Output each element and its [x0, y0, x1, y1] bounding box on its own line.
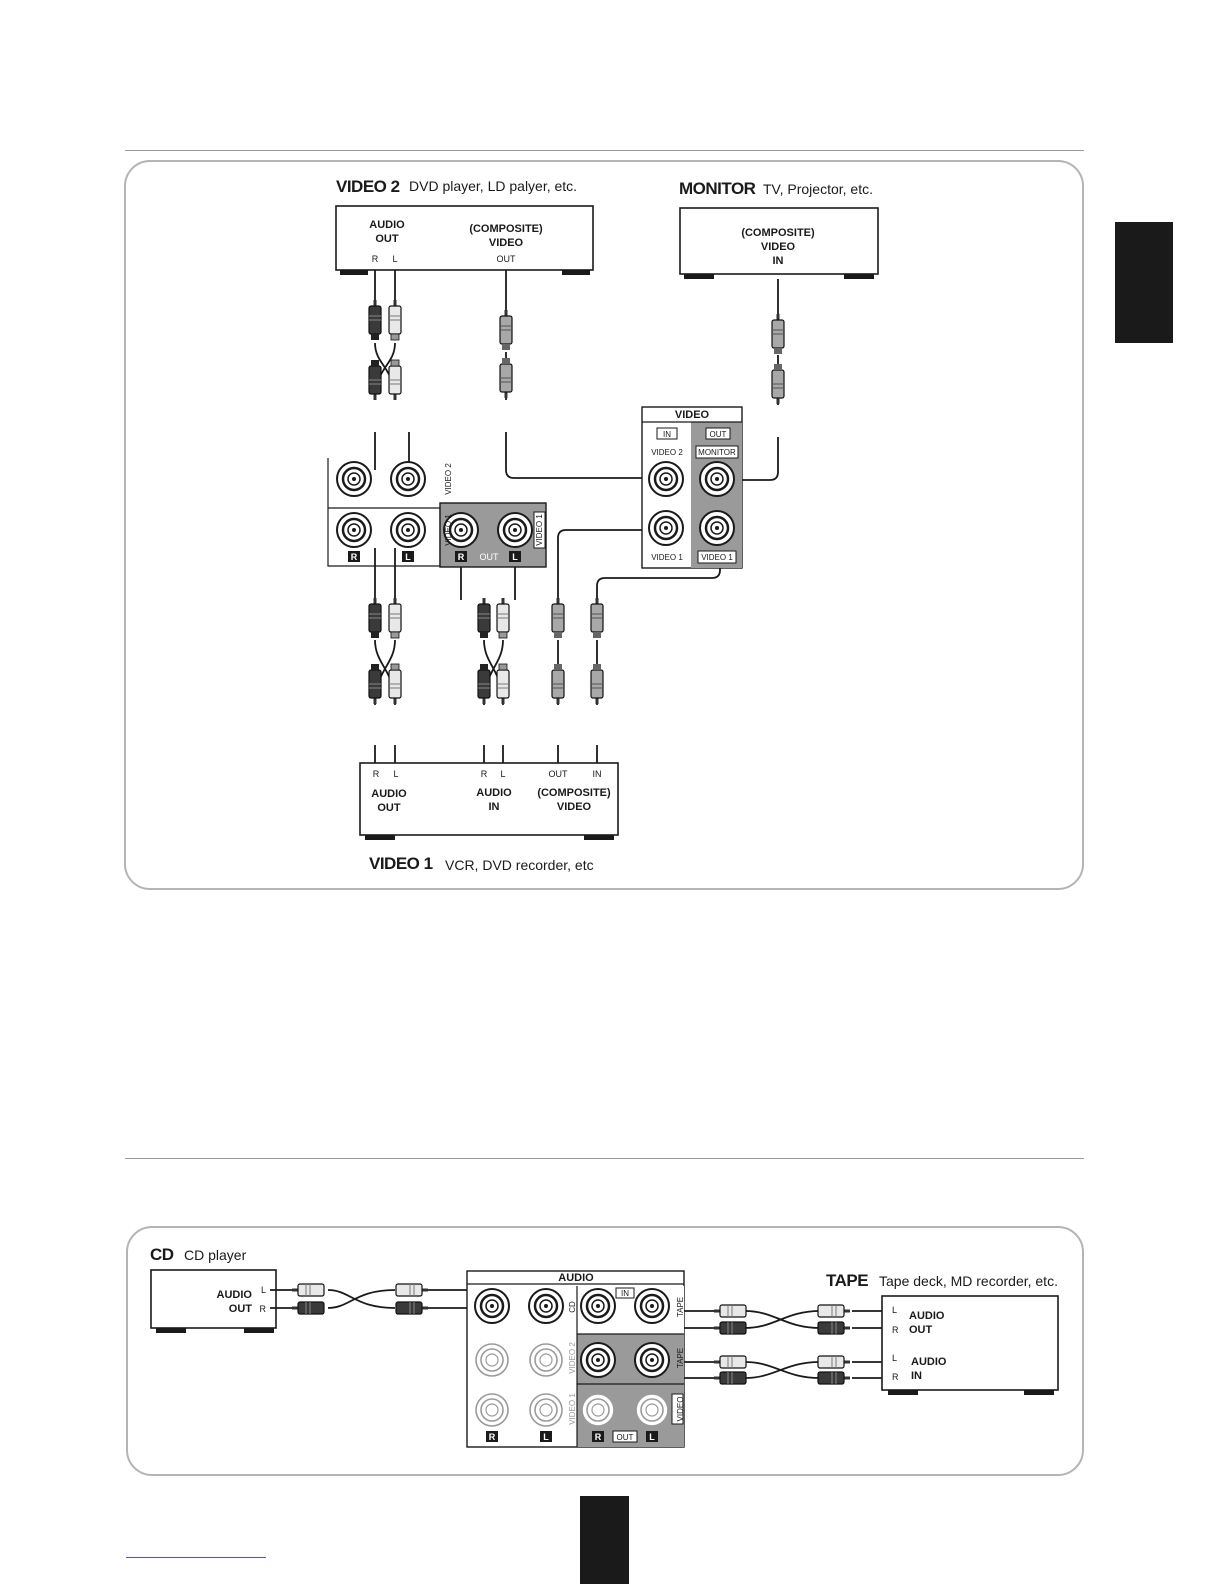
svg-text:OUT: OUT	[710, 430, 727, 439]
tape-deck-box: L R L R AUDIO OUT AUDIO IN	[881, 1295, 1059, 1395]
svg-text:R: R	[260, 1304, 267, 1314]
side-tab	[1115, 222, 1173, 343]
svg-text:VIDEO 1: VIDEO 1	[568, 1393, 577, 1425]
svg-text:L: L	[261, 1285, 266, 1295]
svg-text:VIDEO 1: VIDEO 1	[651, 553, 683, 562]
svg-text:R: R	[481, 769, 488, 779]
svg-text:(COMPOSITE): (COMPOSITE)	[741, 227, 815, 239]
svg-text:IN: IN	[621, 1289, 629, 1298]
svg-text:VIDEO 1: VIDEO 1	[535, 514, 544, 546]
video1-desc: VCR, DVD recorder, etc	[445, 857, 594, 873]
svg-text:R: R	[373, 769, 380, 779]
svg-text:AUDIO: AUDIO	[911, 1356, 947, 1368]
vcr-box: R L R L OUT IN AUDIO OUT AUDIO IN (COMPO…	[359, 762, 619, 840]
svg-text:AUDIO: AUDIO	[371, 788, 407, 800]
video2-desc: DVD player, LD palyer, etc.	[409, 178, 577, 194]
svg-text:AUDIO: AUDIO	[558, 1272, 594, 1284]
top-rule	[125, 150, 1084, 151]
svg-text:IN: IN	[489, 801, 500, 813]
svg-text:IN: IN	[911, 1370, 922, 1382]
cd-title: CD	[150, 1245, 174, 1264]
svg-text:AUDIO: AUDIO	[476, 787, 512, 799]
cd-player-box: AUDIO OUT L R	[150, 1269, 277, 1333]
svg-text:(COMPOSITE): (COMPOSITE)	[537, 787, 611, 799]
svg-text:IN: IN	[663, 430, 671, 439]
svg-text:VIDEO 2: VIDEO 2	[444, 463, 453, 495]
svg-text:OUT: OUT	[375, 233, 399, 245]
video2-title: VIDEO 2	[336, 177, 400, 196]
svg-text:VIDEO: VIDEO	[675, 409, 710, 421]
svg-text:AUDIO: AUDIO	[909, 1310, 945, 1322]
svg-text:AUDIO: AUDIO	[369, 219, 405, 231]
svg-text:OUT: OUT	[549, 769, 569, 779]
page-number-tab	[580, 1496, 629, 1584]
svg-text:VIDEO 1: VIDEO 1	[444, 514, 453, 546]
svg-text:L: L	[500, 769, 505, 779]
video1-title: VIDEO 1	[369, 854, 433, 873]
svg-text:OUT: OUT	[377, 802, 401, 814]
svg-text:R: R	[892, 1325, 899, 1335]
svg-text:IN: IN	[593, 769, 602, 779]
svg-text:L: L	[892, 1305, 897, 1315]
svg-text:OUT: OUT	[617, 1433, 634, 1442]
svg-text:VIDEO: VIDEO	[489, 237, 524, 249]
tape-desc: Tape deck, MD recorder, etc.	[879, 1273, 1058, 1289]
dvd-player-box: AUDIO OUT (COMPOSITE) VIDEO R L OUT	[335, 205, 594, 275]
svg-text:TAPE: TAPE	[676, 1297, 685, 1317]
svg-text:VIDEO 1: VIDEO 1	[701, 553, 733, 562]
cd-desc: CD player	[184, 1247, 247, 1263]
svg-text:VIDEO 2: VIDEO 2	[568, 1342, 577, 1374]
audio-rear-panel: AUDIO IN CD TAPE TAPE VIDEO 2 VIDEO 1 VI…	[466, 1270, 685, 1448]
svg-text:AUDIO: AUDIO	[217, 1289, 253, 1301]
svg-text:OUT: OUT	[480, 552, 500, 562]
footer-link-underline	[126, 1557, 266, 1558]
svg-text:VIDEO 2: VIDEO 2	[651, 448, 683, 457]
monitor-box: (COMPOSITE) VIDEO IN	[679, 207, 879, 279]
rear-video-panel: VIDEO IN OUT VIDEO 2 MONITOR VIDEO 1 VID…	[641, 406, 743, 569]
svg-text:R: R	[892, 1372, 899, 1382]
svg-text:L: L	[392, 254, 397, 264]
svg-text:L: L	[892, 1353, 897, 1363]
svg-text:VIDEO: VIDEO	[761, 241, 796, 253]
svg-text:OUT: OUT	[909, 1324, 933, 1336]
svg-text:IN: IN	[773, 255, 784, 267]
svg-text:VIDEO: VIDEO	[676, 1397, 685, 1422]
mid-rule	[125, 1158, 1084, 1159]
svg-text:L: L	[393, 769, 398, 779]
svg-text:CD: CD	[568, 1301, 577, 1313]
svg-text:R: R	[372, 254, 379, 264]
monitor-title: MONITOR	[679, 179, 756, 198]
tape-title: TAPE	[826, 1271, 868, 1290]
svg-text:VIDEO: VIDEO	[557, 801, 592, 813]
svg-text:MONITOR: MONITOR	[698, 448, 736, 457]
svg-text:OUT: OUT	[497, 254, 517, 264]
svg-text:OUT: OUT	[229, 1303, 253, 1315]
svg-text:TAPE: TAPE	[676, 1348, 685, 1368]
svg-text:(COMPOSITE): (COMPOSITE)	[469, 223, 543, 235]
monitor-desc: TV, Projector, etc.	[763, 181, 873, 197]
rear-audio-panel: VIDEO 2 VIDEO 1 VIDEO 1 OUT	[327, 458, 547, 568]
